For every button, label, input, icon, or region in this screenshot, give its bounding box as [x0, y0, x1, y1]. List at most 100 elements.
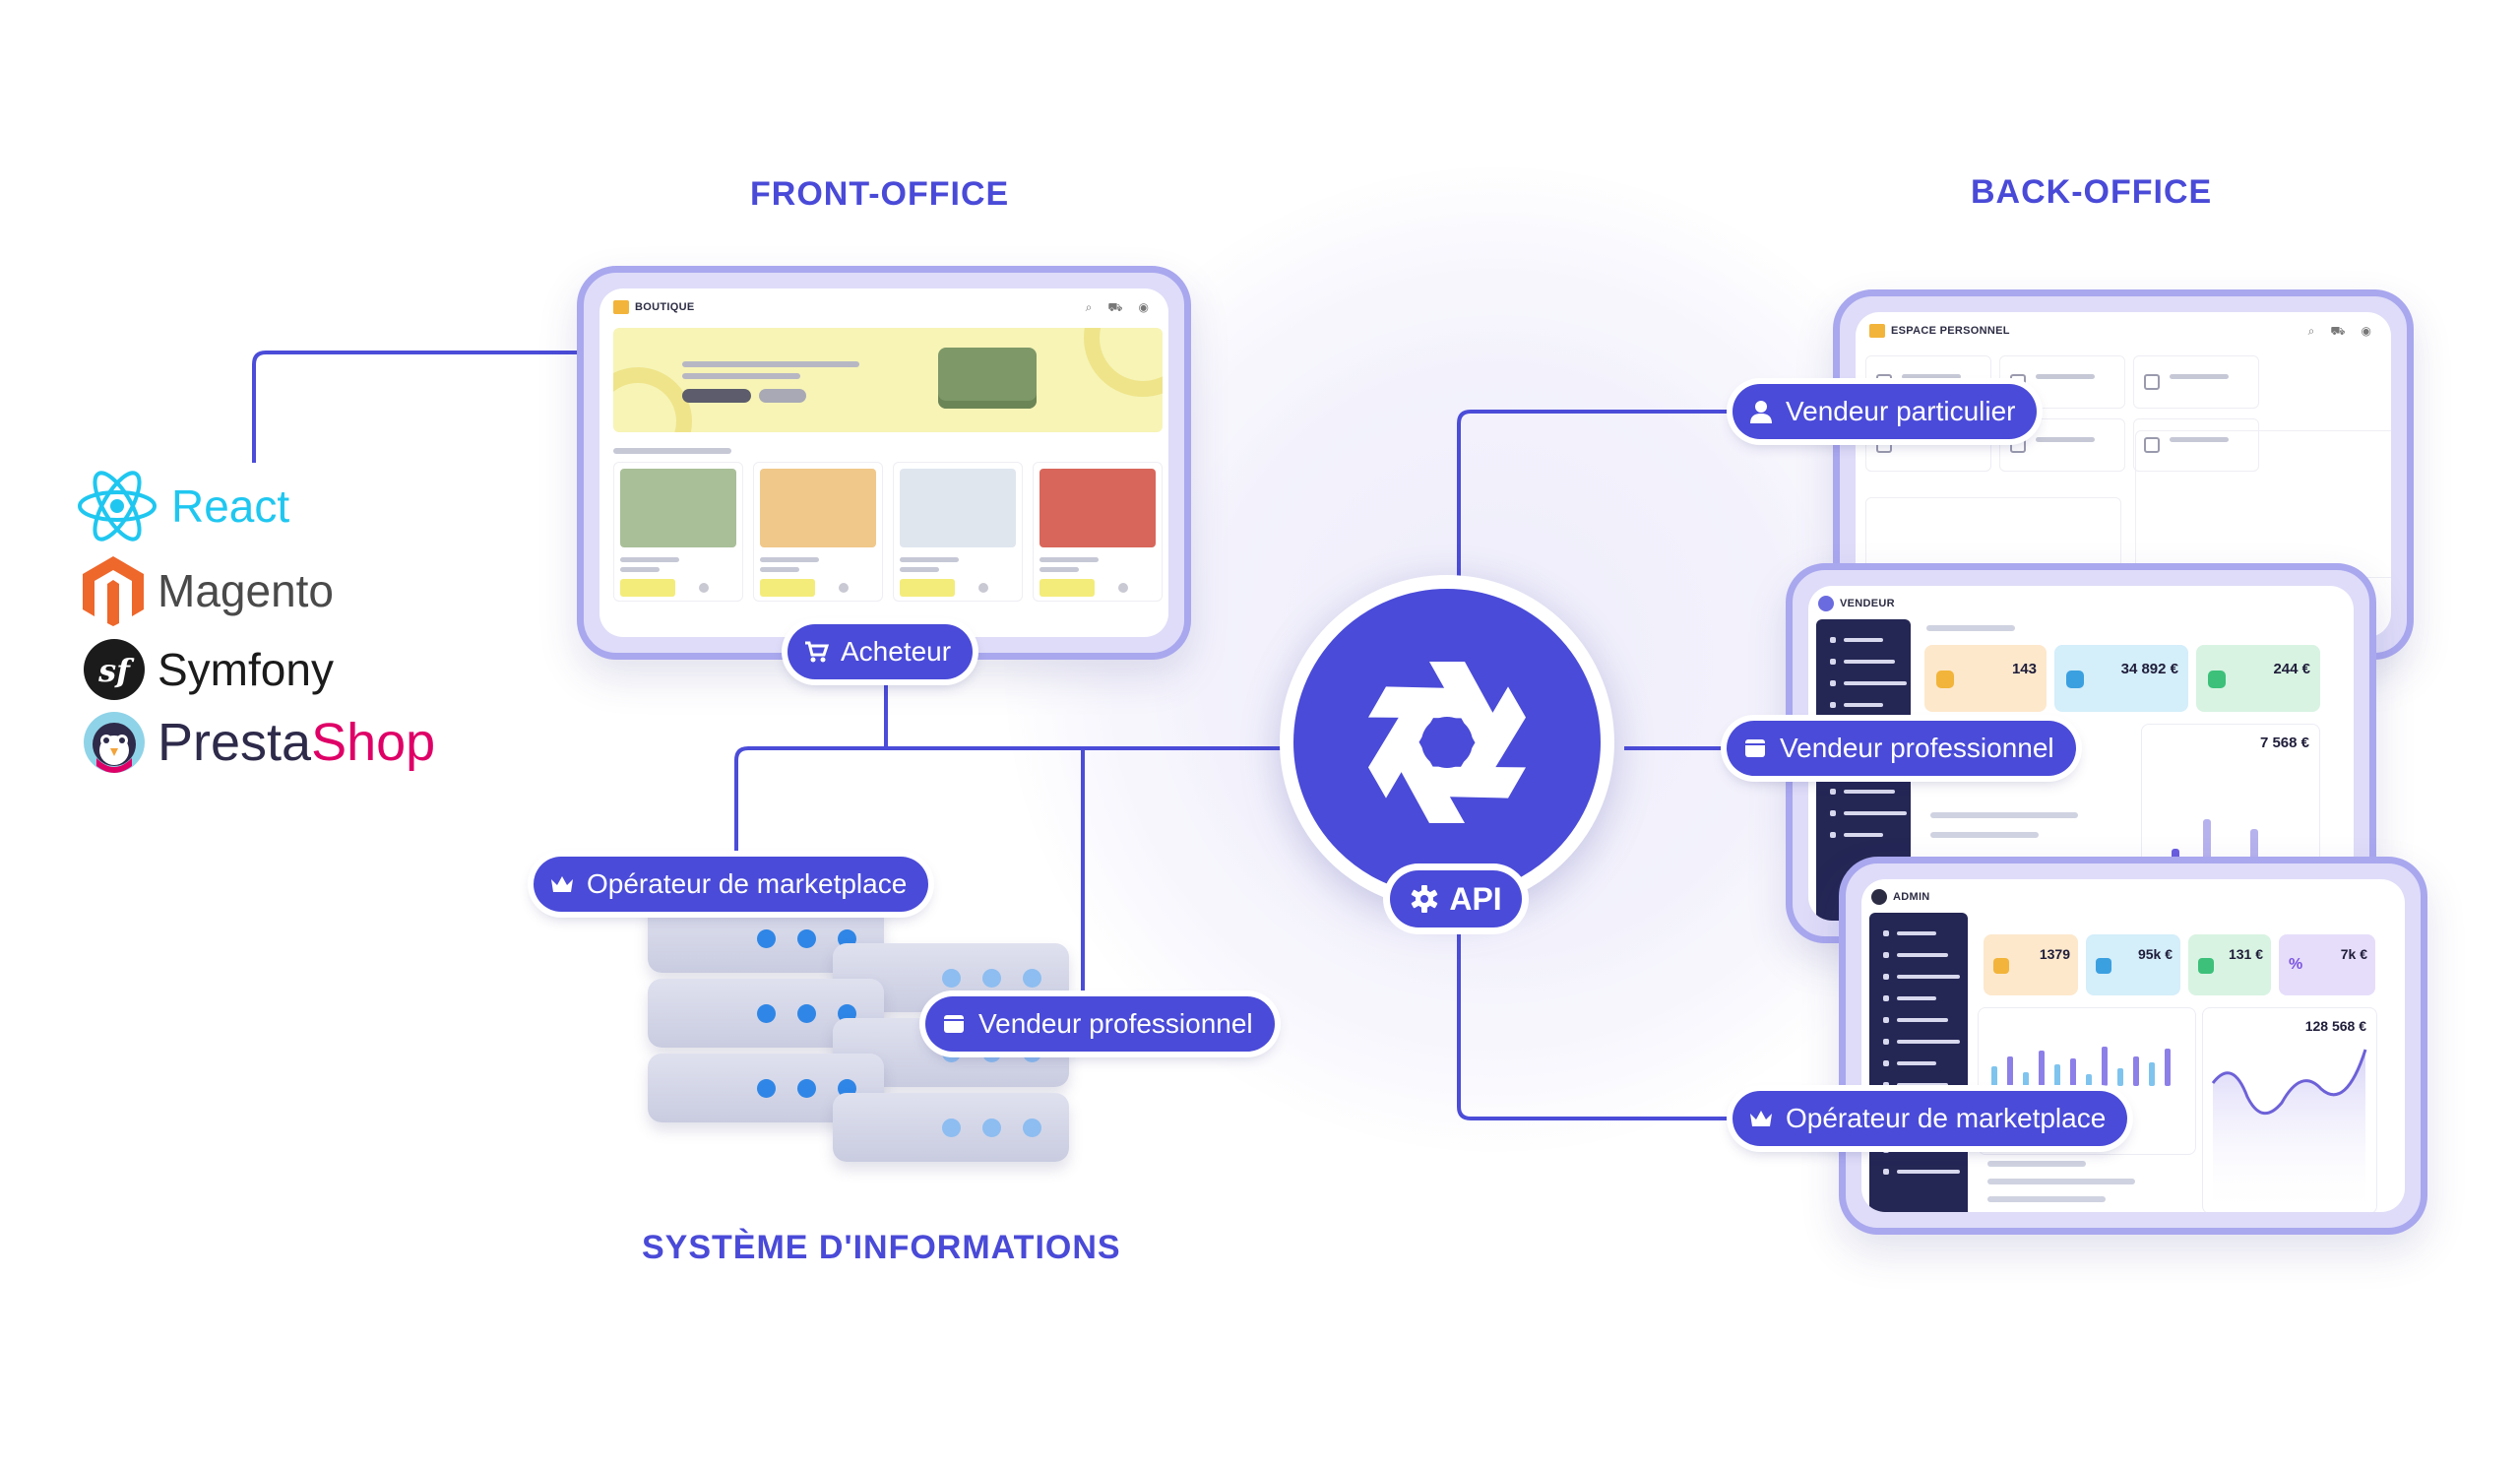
percent-icon: % [2289, 956, 2303, 973]
admin-chart-bar [2086, 1074, 2092, 1086]
admin-sidebar [1869, 913, 1968, 1212]
symfony-logo-icon: sf [84, 639, 145, 700]
sidebar-menu-icon [1883, 930, 1889, 936]
seller-kpi-1: 143 [2011, 661, 2037, 677]
react-logo-icon [78, 471, 157, 542]
admin-chart-bar [2117, 1068, 2123, 1086]
seller-kpi-3: 244 € [2273, 661, 2310, 677]
admin-line-chart-card: 128 568 € [2202, 1007, 2377, 1212]
card-text-placeholder [1902, 437, 1961, 442]
sidebar-menu-label [1897, 931, 1936, 935]
sidebar-menu-icon [1883, 995, 1889, 1001]
sidebar-menu-label [1897, 953, 1948, 957]
sidebar-menu-icon [1883, 1147, 1889, 1153]
wishlist-icon [839, 583, 849, 593]
izberg-logo-icon [1367, 662, 1527, 823]
private-seller-label: Vendeur particulier [1786, 396, 2016, 426]
admin-chart-bar [2133, 1056, 2139, 1086]
personal-card [1999, 418, 2125, 472]
shop-banner-product [938, 348, 1037, 409]
tech-prestashop-label: PrestaShop [158, 713, 436, 772]
magento-logo-icon [83, 556, 144, 626]
buyer-label: Acheteur [841, 636, 952, 667]
sidebar-menu-label [1897, 1170, 1960, 1174]
user-icon [1750, 401, 1772, 423]
tech-symfony: sf Symfony [83, 638, 334, 701]
card-text-placeholder [1902, 374, 1961, 379]
admin-kpi-2: 95k € [2137, 946, 2173, 962]
pro-seller-right-pill: Vendeur professionnel [1727, 721, 2076, 776]
admin-kpi-card-3: 131 € [2188, 934, 2271, 995]
product-price-placeholder [620, 567, 660, 572]
line-hub-main [734, 746, 1299, 866]
sidebar-menu-icon [1883, 1169, 1889, 1175]
admin-chart-bar [2165, 1049, 2171, 1086]
personal-space-title: ESPACE PERSONNEL [1891, 325, 2010, 337]
admin-kpi-card-1: 1379 [1984, 934, 2078, 995]
tech-magento: Magento [81, 554, 334, 627]
shop-screen: BOUTIQUE ⌕ ⛟ ◉ [599, 288, 1168, 637]
admin-total: 128 568 € [2304, 1018, 2366, 1034]
private-seller-pill: Vendeur particulier [1732, 384, 2038, 439]
personal-card [2133, 355, 2259, 409]
tech-magento-label: Magento [158, 565, 335, 616]
personal-folder-icon [1869, 324, 1885, 338]
personal-search-icon: ⌕ [2307, 324, 2315, 338]
admin-kpi-card-4: % 7k € [2279, 934, 2375, 995]
shop-banner [613, 328, 1163, 432]
product-price-placeholder [1040, 567, 1079, 572]
add-to-cart-button [1040, 579, 1095, 597]
shop-search-icon: ⌕ [1085, 300, 1093, 314]
gear-icon [1412, 885, 1438, 913]
add-to-cart-button [900, 579, 955, 597]
sidebar-menu-icon [1830, 789, 1836, 795]
shop-user-icon: ◉ [1138, 300, 1149, 314]
pro-seller-left-label: Vendeur professionnel [978, 1008, 1253, 1039]
operator-left-pill: Opérateur de marketplace [534, 857, 929, 912]
wishlist-icon [699, 583, 709, 593]
card-icon [2144, 437, 2160, 453]
product-card [893, 462, 1023, 602]
sidebar-menu-label [1897, 1148, 1948, 1152]
sidebar-menu-label [1844, 681, 1907, 685]
personal-user-icon: ◉ [2361, 324, 2371, 338]
shop-folder-icon [613, 300, 629, 314]
sidebar-menu-label [1897, 996, 1936, 1000]
seller-kpi-2: 34 892 € [2120, 661, 2178, 677]
operator-left-label: Opérateur de marketplace [587, 868, 908, 899]
admin-chart-bar [2007, 1056, 2013, 1086]
pro-seller-right-label: Vendeur professionnel [1780, 733, 2054, 763]
sidebar-menu-label [1897, 1061, 1936, 1065]
admin-chart-bar [2102, 1047, 2108, 1086]
operator-right-label: Opérateur de marketplace [1786, 1103, 2107, 1133]
wishlist-icon [978, 583, 988, 593]
product-price-placeholder [760, 567, 799, 572]
line-api-to-operator [1457, 916, 1742, 1120]
add-to-cart-button [760, 579, 815, 597]
admin-kpi-3: 131 € [2228, 946, 2263, 962]
crown-icon [551, 876, 573, 892]
admin-device: ADMIN 1379 95k € 131 € % 7k € 128 568 € [1839, 857, 2427, 1235]
operator-right-pill: Opérateur de marketplace [1732, 1091, 2128, 1146]
admin-bar-chart-card [1978, 1007, 2196, 1155]
shop-cart-icon: ⛟ [1107, 300, 1123, 314]
product-card [613, 462, 743, 602]
sidebar-menu-icon [1830, 810, 1836, 816]
product-name-placeholder [1040, 557, 1099, 562]
prestashop-logo-icon [84, 712, 145, 773]
sidebar-menu-label [1844, 703, 1883, 707]
cart-icon [805, 641, 829, 663]
seller-title: VENDEUR [1840, 598, 1895, 609]
svg-text:sf: sf [97, 652, 135, 689]
sidebar-menu-icon [1830, 637, 1836, 643]
shop-title: BOUTIQUE [635, 301, 695, 313]
sidebar-menu-label [1897, 1083, 1948, 1087]
shop-device: BOUTIQUE ⌕ ⛟ ◉ [577, 266, 1191, 660]
product-card [1033, 462, 1163, 602]
seller-total: 7 568 € [2259, 735, 2309, 751]
admin-avatar [1871, 889, 1887, 905]
admin-screen: ADMIN 1379 95k € 131 € % 7k € 128 568 € [1861, 879, 2405, 1212]
admin-chart-bar [2039, 1051, 2045, 1086]
front-office-title: FRONT-OFFICE [750, 175, 1010, 213]
